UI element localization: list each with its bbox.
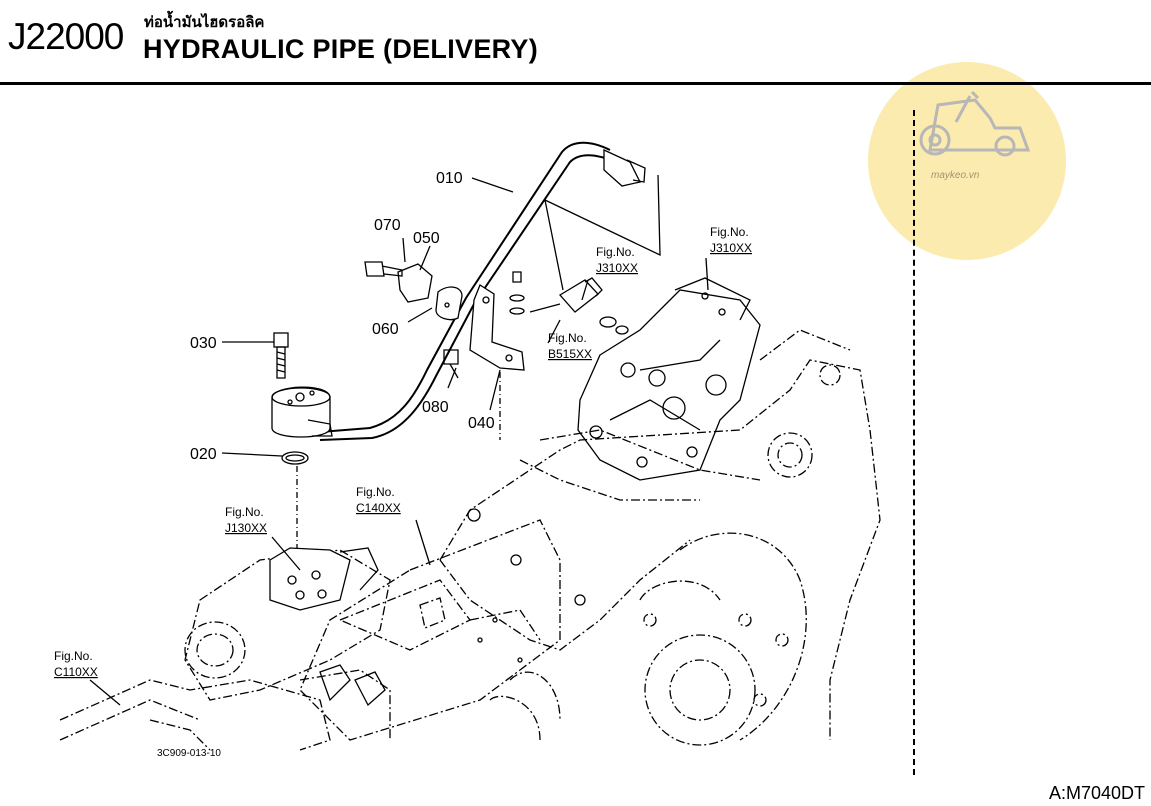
cover-plate [299, 519, 561, 741]
fig-ref-j130: J130XX [225, 521, 267, 535]
fig-ref-c140: C140XX [356, 501, 401, 515]
fig-label-c140: Fig.No. [356, 485, 395, 499]
header-rule [0, 82, 1151, 85]
label-020: 020 [190, 446, 217, 463]
drawing-number: 3C909-013-10 [157, 748, 221, 759]
label-060: 060 [372, 321, 399, 338]
watermark-circle [868, 62, 1066, 260]
bracket [469, 284, 525, 371]
page-divider [913, 110, 915, 775]
pipe-block [271, 386, 331, 438]
title-thai: ท่อน้ำมันไฮดรอลิค [144, 13, 265, 31]
fig-ref-j310-b: J310XX [710, 241, 752, 255]
watermark-text: maykeo.vn [931, 170, 980, 181]
fig-ref-b515: B515XX [548, 347, 592, 361]
fig-label-b515: Fig.No. [548, 331, 587, 345]
hydraulic-pipe [319, 141, 611, 433]
label-010: 010 [436, 170, 463, 187]
fig-label-j310-a: Fig.No. [596, 245, 635, 259]
fig-ref-c110: C110XX [54, 665, 98, 679]
label-080: 080 [422, 399, 449, 416]
transmission-case [439, 329, 881, 746]
model-code: A:M7040DT [1048, 783, 1145, 803]
label-040: 040 [468, 415, 495, 432]
label-070: 070 [374, 217, 401, 234]
section-code: J22000 [8, 16, 124, 57]
fig-ref-j310-a: J310XX [596, 261, 638, 275]
tractor-watermark-icon [919, 90, 1031, 157]
front-housing [59, 549, 391, 751]
label-050: 050 [413, 230, 440, 247]
fig-label-c110: Fig.No. [54, 649, 93, 663]
title-english: HYDRAULIC PIPE (DELIVERY) [143, 34, 539, 64]
fig-label-j130: Fig.No. [225, 505, 264, 519]
valve-body [577, 289, 761, 481]
label-030: 030 [190, 335, 217, 352]
fig-label-j310-b: Fig.No. [710, 225, 749, 239]
